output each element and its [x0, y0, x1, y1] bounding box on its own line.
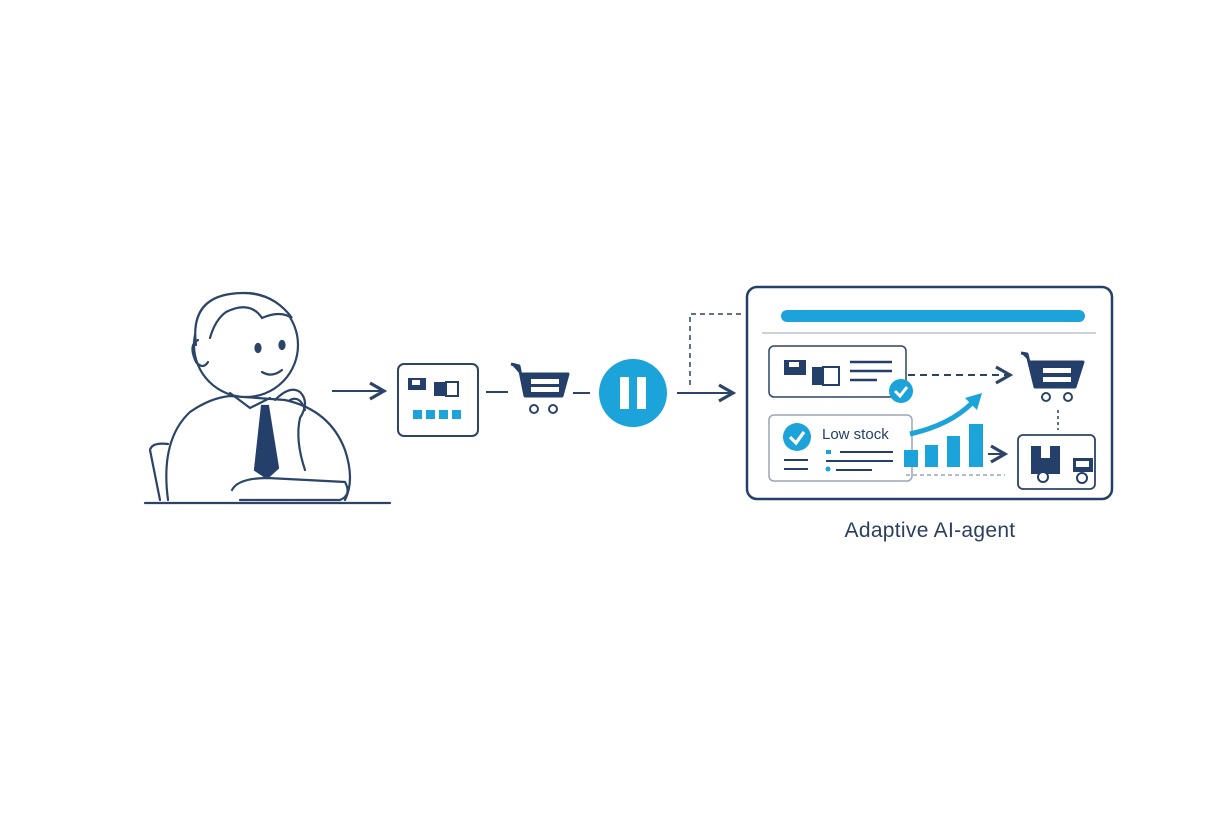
dashed-connector: [689, 313, 745, 385]
person-thinking-icon: [143, 291, 392, 505]
agent-caption: Adaptive AI-agent: [844, 519, 1016, 542]
low-stock-label: Low stock: [822, 426, 889, 443]
shopping-cart-icon: [1020, 351, 1085, 402]
check-icon: [889, 379, 913, 403]
check-icon: [783, 423, 811, 451]
bar-chart-icon: [904, 424, 983, 467]
shopping-cart-icon: [510, 362, 570, 414]
progress-bar: [781, 310, 1085, 322]
pause-icon[interactable]: [599, 359, 667, 427]
delivery-truck-icon: [1017, 434, 1096, 490]
trend-arrow-icon: [909, 401, 974, 437]
inventory-box-icon: [397, 363, 479, 437]
agent-panel: Low stock: [745, 285, 1114, 501]
